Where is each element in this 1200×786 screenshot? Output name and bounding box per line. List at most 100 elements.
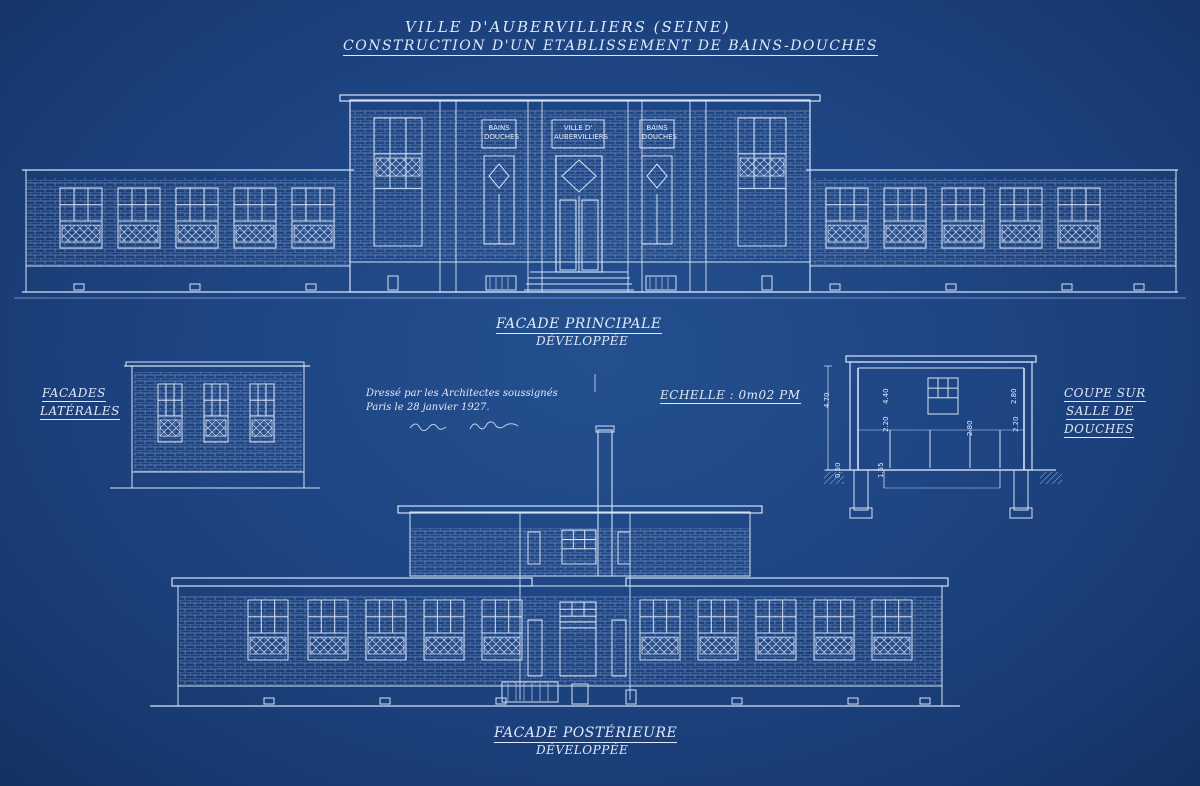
side-facade-roof (125, 361, 305, 367)
main-right-window-3-panel (1001, 224, 1041, 243)
main-vent-1 (189, 283, 201, 291)
rear-right-window-3-panel (815, 636, 853, 655)
facade-posterieure-label: FACADE POSTÉRIEURE (494, 725, 678, 743)
main-vent-5 (1061, 283, 1073, 291)
ground-hatch-right (1040, 472, 1062, 484)
footing-left (849, 507, 873, 519)
central-cornice (339, 94, 821, 102)
main-right-window-4 (1057, 187, 1101, 249)
rear-right-window-1 (697, 599, 739, 661)
sign-left: BAINS DOUCHES (484, 124, 520, 141)
main-right-window-0-panel (827, 224, 867, 243)
central-outline (349, 99, 811, 293)
left-wing-brick (26, 178, 350, 266)
rear-left-window-2 (365, 599, 407, 661)
rear-vent-1 (379, 697, 391, 705)
lattice-left (375, 157, 421, 177)
title-line-1: VILLE D'AUBERVILLIERS (SEINE) (405, 18, 731, 36)
side-window-2-panel (251, 419, 273, 437)
rear-vent-5 (919, 697, 931, 705)
side-window-1-panel (205, 419, 227, 437)
architects-note-1: Dressé par les Architectes soussignés (366, 388, 558, 399)
section-dimension-1: 4.40 (882, 388, 890, 404)
main-left-window-3-panel (235, 224, 275, 243)
main-right-window-0 (825, 187, 869, 249)
main-right-window-2 (941, 187, 985, 249)
sign-panel-center (551, 119, 605, 149)
ground-hatch-left (824, 472, 844, 484)
rear-lower-brick (180, 596, 942, 686)
section-roof (845, 355, 1037, 363)
right-wing-brick (810, 178, 1176, 266)
rear-left-window-3-panel (425, 636, 463, 655)
rear-vent-3 (731, 697, 743, 705)
rear-left-window-1 (307, 599, 349, 661)
diamond-1 (646, 163, 668, 189)
facade-posterieure-sublabel: DÉVELOPPÉE (536, 743, 629, 757)
main-left-window-4 (291, 187, 335, 249)
rear-left-window-4 (481, 599, 523, 661)
section-dimension-4: 2.20 (1012, 416, 1020, 432)
rear-right-window-1-panel (699, 636, 737, 655)
rear-upper-cornice (397, 505, 763, 514)
central-brick (350, 110, 810, 260)
rear-left-window-3 (423, 599, 465, 661)
rear-railing (501, 681, 559, 703)
side-window-1 (203, 383, 229, 443)
rear-cornice-left (171, 577, 533, 587)
diamond-0 (488, 163, 510, 189)
rear-right-window-2 (755, 599, 797, 661)
rear-side-window-right (611, 619, 627, 677)
section-window (927, 377, 959, 415)
rear-upper-window-left (527, 531, 541, 565)
rear-upper-outline (409, 511, 751, 577)
sign-panel-right (639, 119, 675, 149)
rear-right-window-4 (871, 599, 913, 661)
door-diamond (561, 159, 597, 193)
section-dimension-2: 2.20 (882, 416, 890, 432)
main-vent-2 (305, 283, 317, 291)
rear-right-window-0-panel (641, 636, 679, 655)
facade-principale-sublabel: DÉVELOPPÉE (536, 334, 629, 348)
rear-central-transom (559, 601, 597, 629)
rear-side-window-left (527, 619, 543, 677)
rear-upper-window-center (561, 529, 597, 565)
central-window-left (373, 117, 423, 247)
rear-left-window-1-panel (309, 636, 347, 655)
rear-right-window-0 (639, 599, 681, 661)
sign-right: BAINS DOUCHES (642, 124, 678, 141)
rear-left-window-0 (247, 599, 289, 661)
sign-panel-left (481, 119, 517, 149)
rear-left-window-0-panel (249, 636, 287, 655)
main-left-window-1-panel (119, 224, 159, 243)
main-right-window-1 (883, 187, 927, 249)
railing-right (645, 275, 677, 291)
title-line-2: CONSTRUCTION D'UN ETABLISSEMENT DE BAINS… (343, 38, 878, 56)
coupe-label-3: DOUCHES (1064, 422, 1134, 438)
section-dimension-3: 2.80 (966, 420, 974, 436)
chimney-cap (595, 425, 615, 433)
architects-signatures (408, 418, 528, 437)
scale-label: ECHELLE : 0m02 PM (660, 388, 801, 404)
rear-left-window-2-panel (367, 636, 405, 655)
coupe-label-1: COUPE SUR (1064, 386, 1146, 402)
foundation-right (1013, 469, 1029, 511)
railing-left (485, 275, 517, 291)
main-right-window-1-panel (885, 224, 925, 243)
section-dimension-0: 4.70 (823, 392, 831, 408)
section-dimension-5: 1.55 (877, 462, 885, 478)
main-left-window-0-panel (61, 224, 101, 243)
rear-steps (571, 683, 589, 705)
rear-vent-4 (847, 697, 859, 705)
facades-laterales-label-1: FACADES (42, 386, 106, 402)
side-window-0 (157, 383, 183, 443)
facades-laterales-label-2: LATÉRALES (40, 404, 120, 420)
architects-note-2: Paris le 28 janvier 1927. (366, 402, 490, 413)
rear-right-window-3 (813, 599, 855, 661)
signature-scribble (409, 421, 519, 432)
lattice-right (739, 157, 785, 177)
rear-cornice-right (625, 577, 949, 587)
coupe-label-2: SALLE DE (1066, 404, 1134, 420)
